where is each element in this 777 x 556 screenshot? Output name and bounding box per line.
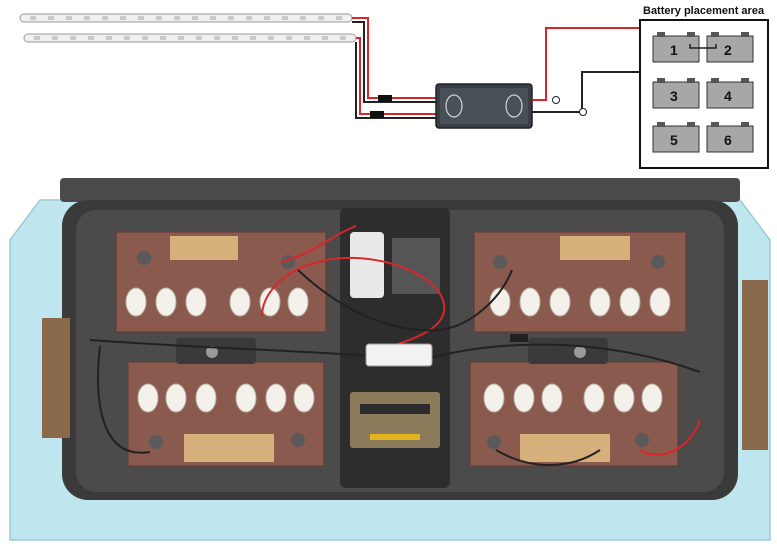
terminal-minus-icon bbox=[579, 108, 587, 116]
terminal-plus-icon bbox=[552, 96, 560, 104]
connector-icon bbox=[378, 95, 392, 102]
led-strip-group bbox=[19, 13, 357, 43]
battery-label: 5 bbox=[670, 132, 678, 148]
battery-link-wire bbox=[689, 44, 717, 49]
battery-block-icon: 1 bbox=[652, 32, 700, 63]
battery-placement-panel: Battery placement area 1 2 3 4 5 bbox=[639, 5, 769, 169]
led-input-wires bbox=[352, 17, 436, 119]
led-strip-icon bbox=[23, 33, 357, 43]
battery-block-icon: 3 bbox=[652, 78, 700, 109]
battery-block-icon bbox=[115, 231, 327, 333]
battery-block-icon bbox=[127, 361, 325, 467]
battery-block-icon bbox=[473, 231, 687, 333]
battery-block-icon: 6 bbox=[706, 122, 754, 153]
panel-title: Battery placement area bbox=[643, 5, 765, 17]
battery-block-icon: 2 bbox=[706, 32, 754, 63]
golf-cart-battery-bay-icon bbox=[9, 178, 771, 541]
battery-label: 2 bbox=[724, 42, 732, 58]
led-strip-icon bbox=[19, 13, 353, 23]
battery-label: 1 bbox=[670, 42, 678, 58]
inline-fuse-icon bbox=[510, 334, 528, 342]
controller-box-icon bbox=[365, 343, 433, 367]
connector-icon bbox=[370, 111, 384, 118]
controller-box-icon bbox=[435, 83, 533, 129]
battery-block-icon bbox=[469, 361, 679, 467]
battery-label: 6 bbox=[724, 132, 732, 148]
battery-label: 4 bbox=[724, 88, 732, 104]
battery-block-icon: 4 bbox=[706, 78, 754, 109]
battery-label: 3 bbox=[670, 88, 678, 104]
battery-block-icon: 5 bbox=[652, 122, 700, 153]
